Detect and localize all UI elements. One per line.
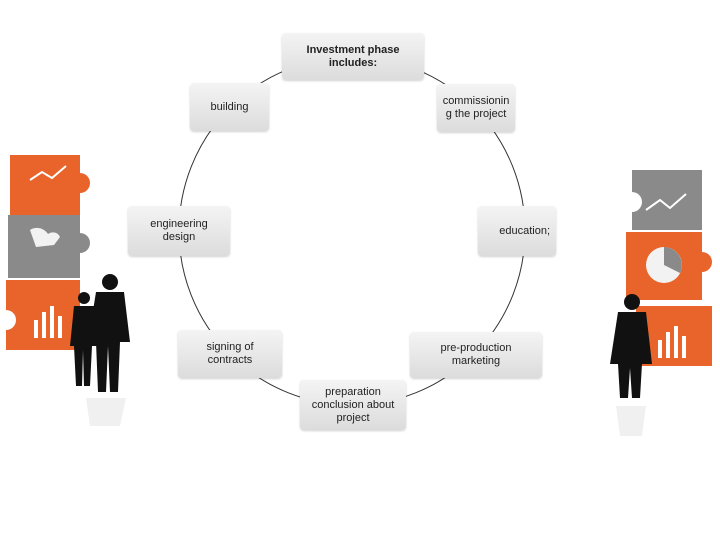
node-pre-production-marketing: pre-production marketing [410,332,542,378]
businessman-silhouette-icon [610,294,652,436]
node-engineering-design: engineering design [128,206,230,256]
node-investment-phase: Investment phase includes: [282,33,424,80]
node-preparation-conclusion: preparation conclusion about project [300,380,406,430]
node-education: education; [478,206,556,256]
businessman-silhouette-icon [70,274,130,426]
node-building: building [190,83,269,131]
node-commissioning: commissionin g the project [437,84,515,132]
puzzle-right-icon [626,170,712,366]
puzzle-left-icon [6,155,90,350]
node-signing-contracts: signing of contracts [178,330,282,378]
